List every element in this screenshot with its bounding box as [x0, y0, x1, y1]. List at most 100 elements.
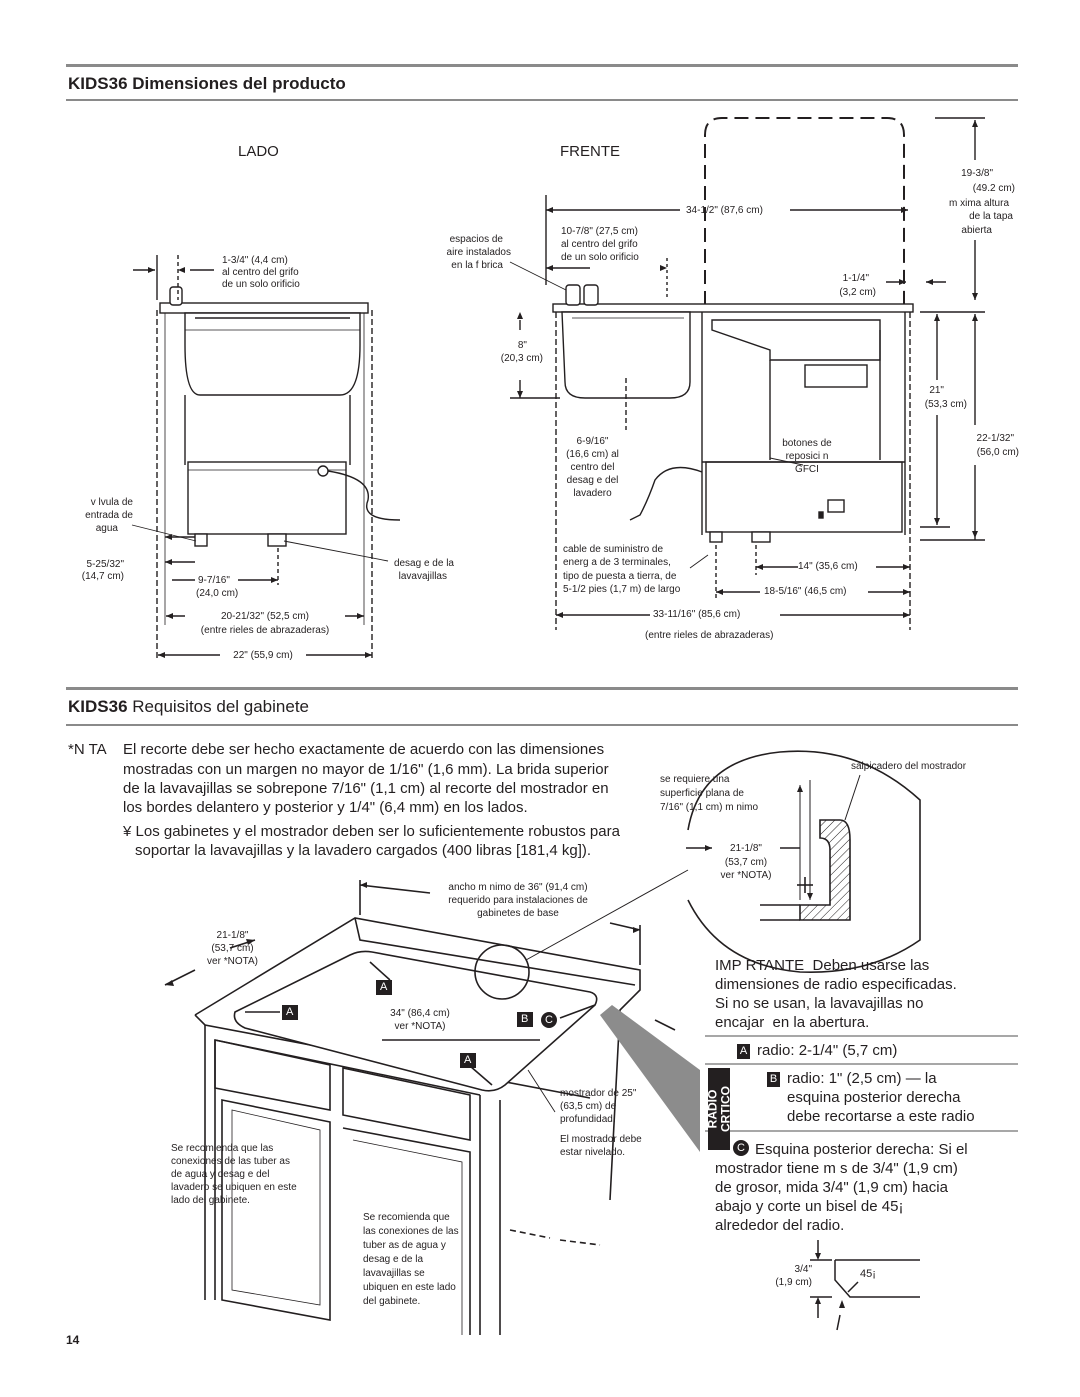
- front-faucet-offset-label-2: al centro del grifo: [561, 239, 638, 250]
- note-line-3: de la lavavajillas se sobrepone 7/16" (1…: [123, 780, 609, 797]
- front-rail-note-label: (entre rieles de abrazaderas): [645, 630, 774, 641]
- bevel-angle-label: 45¡: [860, 1268, 876, 1280]
- dishwasher-side-recommendation-5: lavavajillas se: [363, 1268, 425, 1279]
- counter-level-label-2: estar nivelado.: [560, 1147, 626, 1158]
- front-depth-label: 8": [517, 340, 527, 351]
- side-inlet-offset-label: 1-3/4" (4,4 cm): [222, 255, 288, 266]
- gfci-label-3: GFCI: [795, 464, 819, 475]
- dishwasher-drain-label-1: desag e de la: [393, 558, 454, 569]
- lid-height-label-5: abierta: [961, 225, 992, 236]
- side-inlet-offset-label-2: al centro del grifo: [222, 267, 299, 278]
- side-rail-note-label: (entre rieles de abrazaderas): [200, 625, 330, 636]
- front-width-18-label: 18-5/16" (46,5 cm): [764, 586, 847, 597]
- corner-line-5: alrededor del radio.: [715, 1217, 845, 1234]
- front-width-14-label: 14" (35,6 cm): [798, 561, 858, 572]
- section2-top-rule: [66, 687, 1018, 690]
- lid-height-label-3: m xima altura: [948, 198, 1009, 209]
- top-offset-label-1: 1-1/4": [842, 273, 869, 284]
- min-width-label-2: requerido para instalaciones de: [448, 895, 588, 906]
- dishwasher-side-recommendation-4: desag e de la: [363, 1254, 424, 1265]
- radius-b-box: B: [767, 1072, 780, 1087]
- section1-title: KIDS36 Dimensiones del producto: [68, 74, 346, 93]
- air-gap-label-1: espacios de: [449, 234, 503, 245]
- important-line-1: IMP RTANTE Deben usarse las: [715, 957, 930, 974]
- dishwasher-drain-label-2: lavavajillas: [398, 571, 447, 582]
- counter-depth-label-2: (63,5 cm) de: [560, 1101, 617, 1112]
- cutout-label-c: C: [545, 1014, 553, 1026]
- front-depth-cm-label: (20,3 cm): [500, 353, 543, 364]
- section2-rule: [66, 724, 1018, 726]
- side-rail-width-label: 20-21/32" (52,5 cm): [220, 611, 310, 622]
- dishwasher-side-recommendation-6: ubiquen en este lado: [363, 1282, 456, 1293]
- bullet-line-1: ¥ Los gabinetes y el mostrador deben ser…: [123, 823, 620, 840]
- note-line-4: los bordes delantero y posterior y 1/4" …: [123, 799, 528, 816]
- side-total-width-label: 22" (55,9 cm): [233, 650, 293, 661]
- important-line-3: Si no se usan, la lavavajillas no: [715, 995, 924, 1012]
- note-line-1: El recorte debe ser hecho exactamente de…: [123, 741, 605, 758]
- dishwasher-side-recommendation-1: Se recomienda que: [363, 1212, 450, 1223]
- critical-radius-badge: RADIO CRTICO: [705, 1068, 732, 1150]
- cutout-label-a-2: A: [380, 981, 388, 993]
- cutout-width-label-2: ver *NOTA): [394, 1021, 446, 1032]
- front-drain-label-3: centro del: [570, 462, 615, 473]
- detail-depth-label-1: 21-1/8": [730, 843, 762, 854]
- top-rule: [66, 64, 1018, 67]
- top-offset-label-2: (3,2 cm): [839, 287, 876, 298]
- important-line-2: dimensiones de radio especificadas.: [715, 976, 957, 993]
- note-label: *N TA: [68, 741, 107, 758]
- backsplash-label: salpicadero del mostrador: [851, 761, 967, 772]
- min-width-label-1: ancho m nimo de 36" (91,4 cm): [448, 882, 588, 893]
- water-valve-label-3: agua: [95, 523, 118, 534]
- corner-line-3: de grosor, mida 3/4" (1,9 cm) hacia: [715, 1179, 948, 1196]
- side-drain-offset-cm-label: (24,0 cm): [196, 588, 239, 599]
- power-cable-label-2: energ a de 3 terminales,: [563, 557, 671, 568]
- cutout-depth-label-2: (53,7 cm): [211, 943, 254, 954]
- dishwasher-side-recommendation-2: las conexiones de las: [363, 1226, 459, 1237]
- bullet-line-2: soportar la lavavajillas y la lavadero c…: [135, 842, 592, 859]
- gfci-label-2: reposici n: [785, 451, 829, 462]
- height-21-cm-label: (53,3 cm): [924, 399, 967, 410]
- radius-a-text: radio: 2-1/4" (5,7 cm): [757, 1042, 898, 1059]
- cutout-depth-label-3: ver *NOTA): [207, 956, 258, 967]
- front-width-33-label: 33-11/16" (85,6 cm): [653, 609, 741, 620]
- cutout-label-a-3: A: [464, 1054, 472, 1066]
- side-height-label: 5-25/32": [86, 559, 124, 570]
- section2-title: KIDS36 Requisitos del gabinete: [68, 697, 309, 716]
- dishwasher-side-recommendation-7: del gabinete.: [363, 1296, 421, 1307]
- water-valve-label-1: v lvula de: [90, 497, 133, 508]
- air-gap-label-2: aire instalados: [446, 247, 511, 258]
- sink-side-recommendation-5: lado del gabinete.: [171, 1195, 250, 1206]
- bevel-dim-label-1: 3/4": [794, 1264, 812, 1275]
- radius-b-line-2: esquina posterior derecha: [787, 1089, 961, 1106]
- power-cable-label-4: 5-1/2 pies (1,7 m) de largo: [563, 584, 681, 595]
- radius-a-box: A: [737, 1044, 750, 1059]
- important-line-4: encajar en la abertura.: [715, 1014, 870, 1031]
- corner-c-badge: C: [733, 1140, 749, 1156]
- flat-surface-label-2: superficie plana de: [660, 788, 744, 799]
- sink-side-recommendation-2: conexiones de las tuber as: [171, 1156, 290, 1167]
- front-drain-label-1: 6-9/16": [576, 436, 609, 447]
- lid-height-label-2: (49.2 cm): [972, 183, 1015, 194]
- lid-height-label-4: de la tapa: [969, 211, 1013, 222]
- front-overall-width-label: 34-1/2" (87,6 cm): [686, 205, 763, 216]
- power-cable-label-3: tipo de puesta a tierra, de: [563, 571, 677, 582]
- front-drain-label-4: desag e del: [566, 475, 619, 486]
- detail-depth-label-3: ver *NOTA): [720, 870, 772, 881]
- side-view-label: LADO: [238, 143, 279, 160]
- sink-side-recommendation-4: lavadero se ubiquen en este: [171, 1182, 297, 1193]
- cutout-depth-label-1: 21-1/8": [216, 930, 249, 941]
- note-line-2: mostradas con un margen no mayor de 1/16…: [123, 761, 609, 778]
- flat-surface-label-3: 7/16" (1,1 cm) m nimo: [660, 802, 759, 813]
- front-drain-label-5: lavadero: [573, 488, 612, 499]
- radius-b-line-3: debe recortarse a este radio: [787, 1108, 975, 1125]
- radius-b-line-1: radio: 1" (2,5 cm) — la: [787, 1070, 937, 1087]
- corner-line-1: Esquina posterior derecha: Si el: [755, 1141, 968, 1158]
- front-faucet-offset-label-3: de un solo orificio: [561, 252, 639, 263]
- side-inlet-offset-label-3: de un solo orificio: [222, 279, 300, 290]
- flat-surface-label-1: se requiere una: [660, 774, 730, 785]
- bevel-dim-label-2: (1,9 cm): [775, 1277, 812, 1288]
- page-number: 14: [66, 1333, 80, 1347]
